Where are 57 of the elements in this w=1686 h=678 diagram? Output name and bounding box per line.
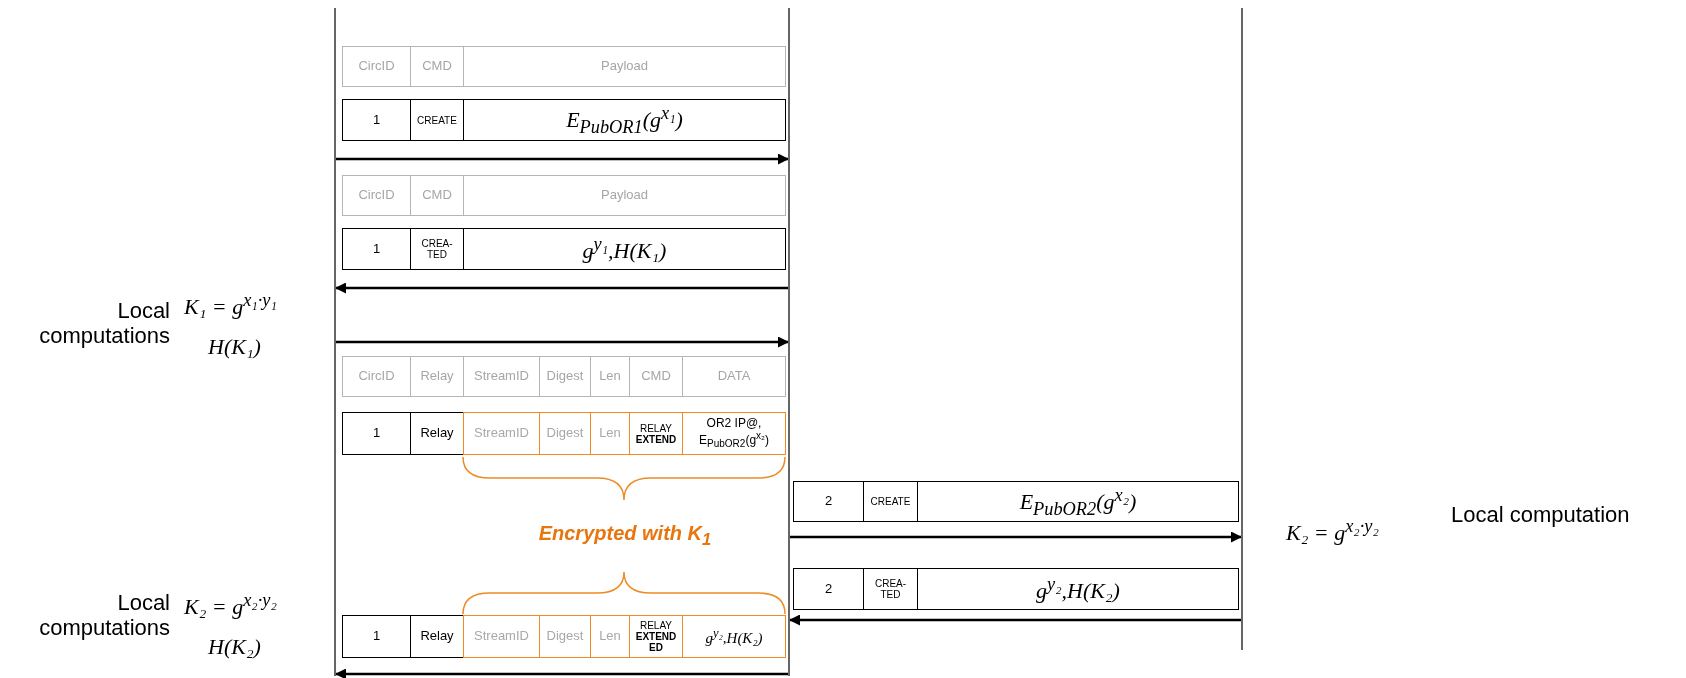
header-field: CircID	[342, 46, 411, 87]
header-field: StreamID	[463, 356, 540, 397]
field-value: 1	[342, 412, 411, 455]
header-field: Len	[590, 356, 630, 397]
field-value: 1	[342, 615, 411, 658]
encrypted-field: StreamID	[463, 412, 540, 455]
field-value: 1	[342, 228, 411, 270]
key-formula: K₁ = g$^{x₁·y₁}$	[184, 290, 278, 320]
payload-formula: g$^{y₂}$,H(K₂)	[682, 615, 786, 658]
header-field: Payload	[463, 175, 786, 216]
encrypted-field: Digest	[539, 615, 591, 658]
lifeline	[788, 8, 790, 676]
header-field: CMD	[629, 356, 683, 397]
header-field: CMD	[410, 175, 464, 216]
encryption-note: Encrypted with K$_{1}$	[537, 522, 713, 550]
arrow	[335, 668, 789, 678]
arrow	[335, 336, 789, 348]
header-field: Digest	[539, 356, 591, 397]
encrypted-field: Digest	[539, 412, 591, 455]
annotation-text: Local computation	[1451, 502, 1631, 528]
command-value: RELAY EXTEND	[629, 412, 683, 455]
encrypted-field: StreamID	[463, 615, 540, 658]
annotation-text: Local computations	[38, 298, 170, 349]
command-value: CREATE	[863, 481, 918, 522]
field-value: 1	[342, 99, 411, 141]
command-value: CREA- TED	[410, 228, 464, 270]
command-value: CREA- TED	[863, 568, 918, 610]
field-value: Relay	[410, 412, 464, 455]
field-value: Relay	[410, 615, 464, 658]
arrow	[789, 614, 1242, 626]
hash-formula: H(K₁)	[208, 334, 262, 360]
payload-formula: E$_{PubOR1}$(g$^{x₁}$)	[463, 99, 786, 141]
field-value: 2	[793, 568, 864, 610]
field-value: 2	[793, 481, 864, 522]
key-formula: K₂ = g$^{x₂·y₂}$	[1286, 516, 1380, 546]
hash-formula: H(K₂)	[208, 634, 262, 660]
header-field: CMD	[410, 46, 464, 87]
arrow	[335, 153, 789, 165]
payload-formula: E$_{PubOR2}$(g$^{x₂}$)	[917, 481, 1239, 522]
encrypted-field: Len	[590, 615, 630, 658]
lifeline	[334, 8, 336, 676]
annotation-text: Local computations	[38, 590, 170, 641]
data-value: OR2 IP@, E$_{PubOR2}$(g$^{x₂}$)	[682, 412, 786, 455]
encrypted-field: Len	[590, 412, 630, 455]
command-value: RELAY EXTEND ED	[629, 615, 683, 658]
arrow	[789, 531, 1242, 543]
command-value: CREATE	[410, 99, 464, 141]
header-field: Payload	[463, 46, 786, 87]
header-field: CircID	[342, 356, 411, 397]
arrow	[335, 282, 789, 294]
payload-formula: g$^{y₁}$,H(K₁)	[463, 228, 786, 270]
key-formula: K₂ = g$^{x₂·y₂}$	[184, 590, 278, 620]
header-field: CircID	[342, 175, 411, 216]
header-field: Relay	[410, 356, 464, 397]
lifeline	[1241, 8, 1243, 650]
payload-formula: g$^{y₂}$,H(K₂)	[917, 568, 1239, 610]
header-field: DATA	[682, 356, 786, 397]
